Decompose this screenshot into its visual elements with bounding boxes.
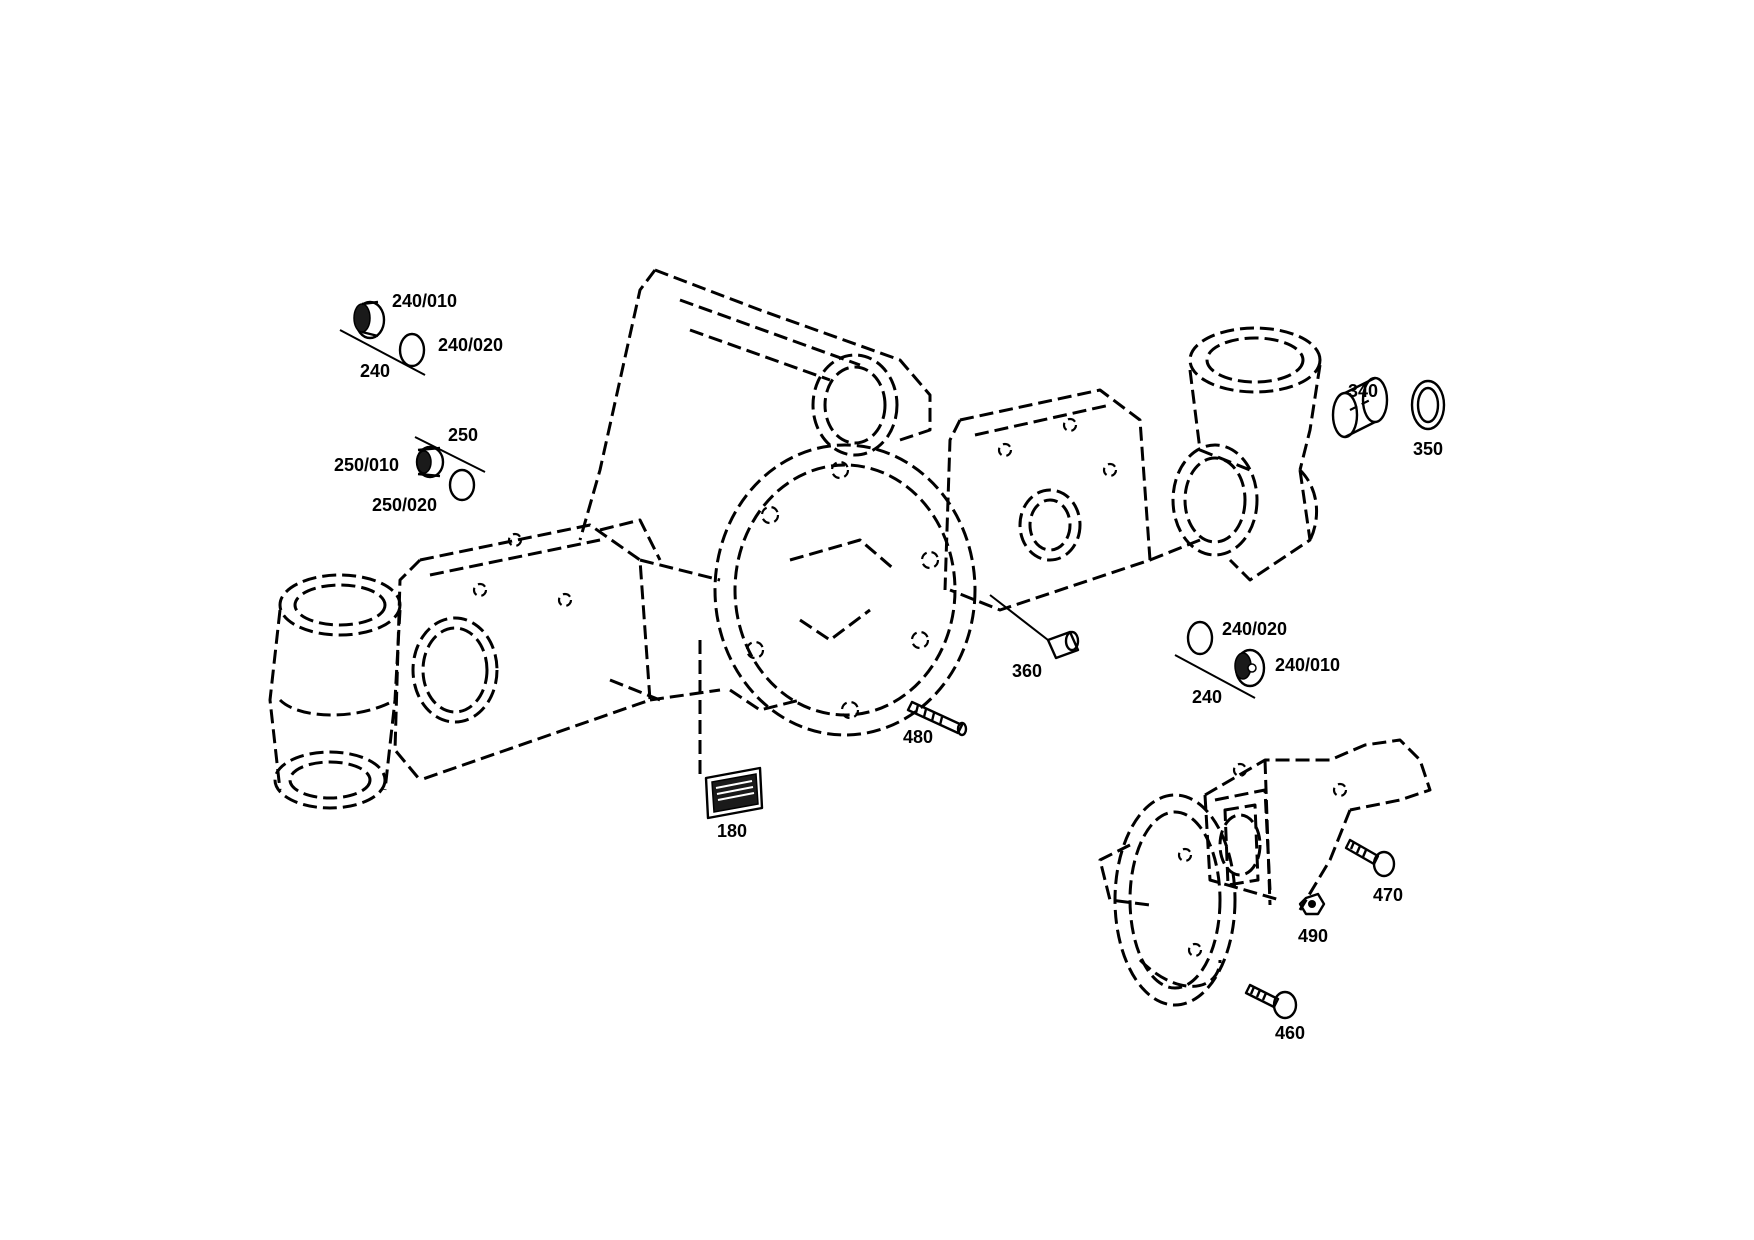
label-350: 350: [1413, 439, 1444, 459]
bushing-340: [1331, 376, 1389, 439]
plug-250-010: [415, 445, 445, 479]
nameplate-180: [704, 766, 764, 820]
ring-240-020-right: [1186, 620, 1214, 656]
leader-360: [989, 594, 1049, 641]
label-460: 460: [1275, 1023, 1306, 1043]
bolt-470: [1344, 838, 1396, 878]
label-470: 470: [1373, 885, 1404, 905]
label-340: 340: [1348, 381, 1379, 401]
label-240-right: 240: [1192, 687, 1223, 707]
label-180: 180: [717, 821, 748, 841]
label-480: 480: [903, 727, 934, 747]
stud-480: [906, 700, 968, 737]
label-360: 360: [1012, 661, 1043, 681]
leader-240-upper: [339, 329, 426, 376]
label-490: 490: [1298, 926, 1329, 946]
leader-240-right: [1174, 654, 1256, 699]
label-240-010-right: 240/010: [1275, 655, 1341, 675]
label-240-020-upper: 240/020: [438, 335, 504, 355]
axle-housing: [268, 268, 1322, 810]
label-240-010-upper: 240/010: [392, 291, 458, 311]
label-240-upper: 240: [360, 361, 391, 381]
ring-250-020: [448, 468, 476, 502]
fitting-360: [1046, 630, 1080, 660]
label-250-010: 250/010: [334, 455, 400, 475]
nut-490: [1298, 892, 1326, 916]
brake-carrier-bracket: [1098, 738, 1432, 1007]
plug-240-010-upper: [353, 300, 386, 340]
bolt-460: [1244, 983, 1298, 1020]
seal-ring-350: [1410, 379, 1446, 431]
label-250-020: 250/020: [372, 495, 438, 515]
label-250: 250: [448, 425, 479, 445]
label-240-020-right: 240/020: [1222, 619, 1288, 639]
plug-240-010-right: [1234, 648, 1266, 688]
ring-240-020-upper: [398, 332, 426, 368]
leader-250: [414, 436, 486, 473]
